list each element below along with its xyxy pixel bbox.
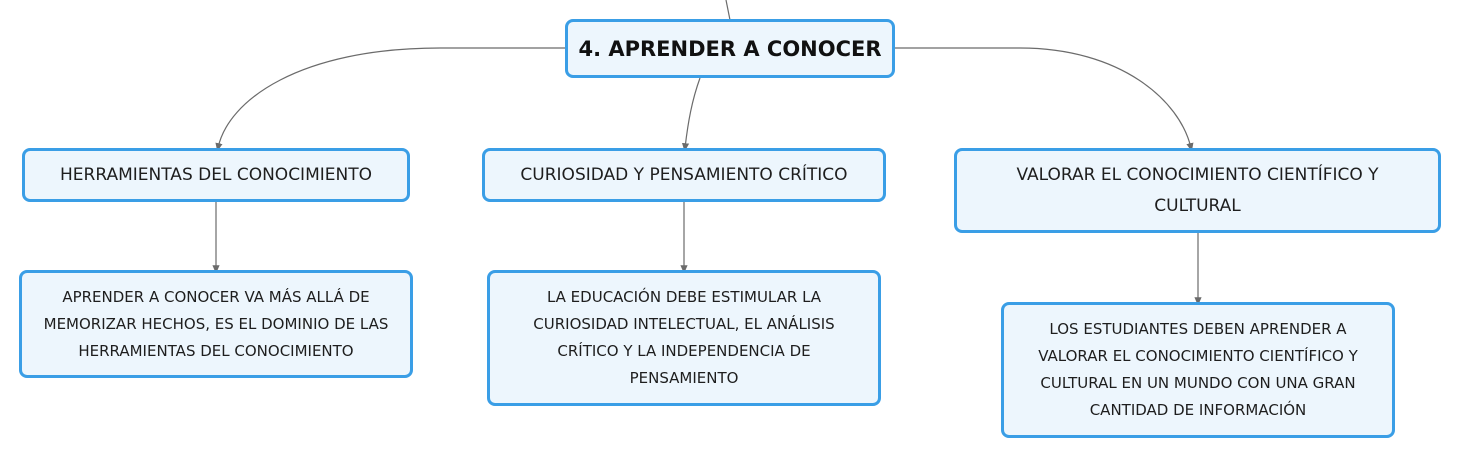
topic-node-curiosidad[interactable]: CURIOSIDAD Y PENSAMIENTO CRÍTICO <box>482 148 886 202</box>
edge-root-to-curiosidad <box>681 77 701 152</box>
edge-parent-to-root <box>725 0 731 21</box>
detail-node-herramientas[interactable]: APRENDER A CONOCER VA MÁS ALLÁ DE MEMORI… <box>19 270 413 378</box>
central-topic-label: 4. APRENDER A CONOCER <box>578 36 882 61</box>
topic-label-curiosidad: CURIOSIDAD Y PENSAMIENTO CRÍTICO <box>520 164 848 185</box>
topic-node-valorar[interactable]: VALORAR EL CONOCIMIENTO CIENTÍFICO Y CUL… <box>954 148 1441 233</box>
detail-node-valorar[interactable]: LOS ESTUDIANTES DEBEN APRENDER A VALORAR… <box>1001 302 1395 438</box>
topic-label-valorar: VALORAR EL CONOCIMIENTO CIENTÍFICO Y CUL… <box>1016 164 1379 216</box>
edge-root-to-herramientas <box>215 47 566 152</box>
topic-node-herramientas[interactable]: HERRAMIENTAS DEL CONOCIMIENTO <box>22 148 410 202</box>
detail-text-curiosidad: LA EDUCACIÓN DEBE ESTIMULAR LA CURIOSIDA… <box>533 288 835 387</box>
edge-root-to-valorar <box>894 47 1194 152</box>
central-topic-node[interactable]: 4. APRENDER A CONOCER <box>565 19 895 78</box>
topic-label-herramientas: HERRAMIENTAS DEL CONOCIMIENTO <box>60 164 372 185</box>
detail-text-valorar: LOS ESTUDIANTES DEBEN APRENDER A VALORAR… <box>1038 320 1358 419</box>
detail-node-curiosidad[interactable]: LA EDUCACIÓN DEBE ESTIMULAR LA CURIOSIDA… <box>487 270 881 406</box>
detail-text-herramientas: APRENDER A CONOCER VA MÁS ALLÁ DE MEMORI… <box>43 287 389 360</box>
